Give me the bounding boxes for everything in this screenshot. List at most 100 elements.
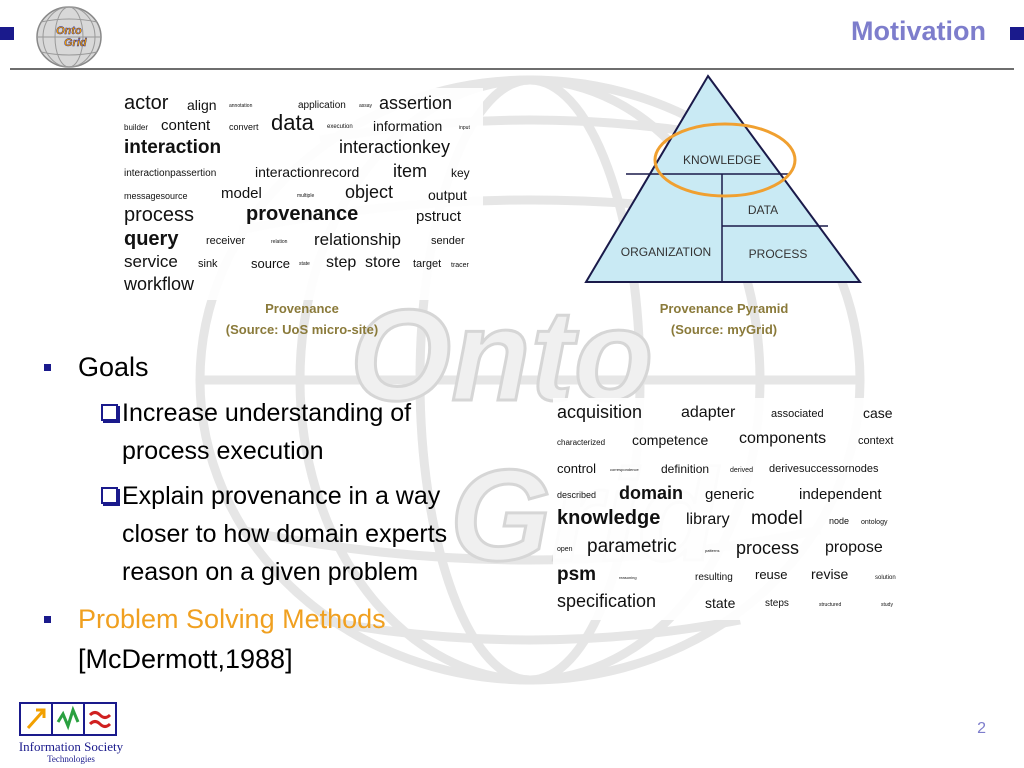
ist-logo-line2: Technologies xyxy=(47,754,95,764)
pyramid-label-knowledge: KNOWLEDGE xyxy=(683,153,761,167)
caption-provenance: Provenance (Source: UoS micro-site) xyxy=(190,298,414,340)
bullet-goals: Goals xyxy=(78,352,149,382)
cloud-word: interaction xyxy=(124,137,222,158)
tag-cloud-psm: acquisition adapter associated case char… xyxy=(553,398,905,620)
ist-logo-icon xyxy=(19,702,117,736)
cloud-word: ontology xyxy=(861,519,888,526)
cloud-word: process xyxy=(736,538,800,558)
ontogrid-globe-icon: Onto Grid xyxy=(36,6,102,68)
cloud-word: execution xyxy=(327,124,353,130)
bullet-box-marker xyxy=(101,404,118,421)
cloud-word: model xyxy=(751,508,803,529)
cloud-word: service xyxy=(124,252,178,271)
pyramid-label-organization: ORGANIZATION xyxy=(621,245,711,259)
cloud-word: information xyxy=(373,118,443,134)
cloud-word: correspondence xyxy=(610,467,639,472)
knowledge-highlight-ring xyxy=(653,122,797,198)
pyramid-label-process: PROCESS xyxy=(749,247,808,261)
cloud-word: model xyxy=(221,185,262,202)
cloud-word: pstruct xyxy=(416,208,462,225)
tag-cloud-provenance: actor align annotation assertion applica… xyxy=(121,88,483,300)
cloud-word: receiver xyxy=(206,235,246,247)
cloud-word: query xyxy=(124,228,179,250)
cloud-word: case xyxy=(863,405,893,421)
cloud-word: open xyxy=(557,546,573,553)
cloud-word: adapter xyxy=(681,404,736,421)
cloud-word: messagesource xyxy=(124,191,188,201)
cloud-word: library xyxy=(686,511,730,528)
cloud-word: resulting xyxy=(695,572,733,583)
cloud-word: reasoning xyxy=(619,575,637,580)
sub-bullet-2-line2: closer to how domain experts xyxy=(122,520,448,548)
cloud-word: convert xyxy=(229,122,259,132)
cloud-word: store xyxy=(365,254,401,271)
cloud-word: sender xyxy=(431,235,465,247)
cloud-word: domain xyxy=(619,483,684,503)
ist-logo: Information Society Technologies xyxy=(6,700,136,766)
cloud-word: state xyxy=(705,595,736,611)
cloud-word: structured xyxy=(819,602,842,608)
cloud-word: target xyxy=(413,258,442,270)
cloud-word: independent xyxy=(799,486,882,503)
cloud-word: specification xyxy=(557,591,657,611)
caption-pyramid: Provenance Pyramid (Source: myGrid) xyxy=(614,298,834,340)
cloud-word: source xyxy=(251,256,291,271)
cloud-word: object xyxy=(345,182,394,202)
cloud-word: process xyxy=(124,204,195,226)
bullet-marker xyxy=(44,616,51,623)
cloud-word: revise xyxy=(811,566,849,582)
cloud-word: key xyxy=(451,166,470,180)
cloud-word: acquisition xyxy=(557,402,643,422)
cloud-word: item xyxy=(393,161,428,181)
bullet-psm-line1: Problem Solving Methods xyxy=(78,604,386,634)
cloud-word: relation xyxy=(271,239,288,245)
cloud-word: output xyxy=(428,187,467,203)
cloud-word: definition xyxy=(661,462,710,476)
cloud-word: reuse xyxy=(755,567,788,582)
cloud-word: interactionkey xyxy=(339,137,451,157)
cloud-word: study xyxy=(881,602,893,608)
cloud-word: interactionpassertion xyxy=(124,168,217,179)
provenance-pyramid: KNOWLEDGE DATA ORGANIZATION PROCESS xyxy=(584,74,862,283)
slide-title: Motivation xyxy=(851,16,986,46)
cloud-word: knowledge xyxy=(557,507,661,529)
cloud-word: align xyxy=(187,97,217,113)
caption-provenance-line1: Provenance xyxy=(265,301,339,316)
cloud-word: multiple xyxy=(297,193,315,199)
cloud-word: patterns xyxy=(705,548,720,553)
sub-bullet-1-line1: Increase understanding of xyxy=(122,399,412,427)
cloud-word: assay xyxy=(359,103,373,109)
cloud-word: psm xyxy=(557,564,597,585)
cloud-word: tracer xyxy=(451,262,469,269)
cloud-word: data xyxy=(271,110,314,135)
cloud-word: provenance xyxy=(246,203,359,225)
cloud-word: input xyxy=(459,125,470,131)
cloud-word: characterized xyxy=(557,438,606,447)
header-square-right xyxy=(1010,27,1024,40)
caption-provenance-line2: (Source: UoS micro-site) xyxy=(225,322,379,337)
sub-bullet-2-line1: Explain provenance in a way xyxy=(122,482,441,510)
bullet-marker xyxy=(44,364,51,371)
cloud-word: propose xyxy=(825,539,883,556)
cloud-word: context xyxy=(858,435,894,447)
cloud-word: components xyxy=(739,430,827,447)
header-divider xyxy=(10,68,1014,70)
cloud-word: application xyxy=(298,100,346,111)
ist-logo-line1: Information Society xyxy=(18,739,124,754)
cloud-word: assertion xyxy=(379,93,453,113)
logo-text-grid: Grid xyxy=(64,37,87,49)
caption-pyramid-line2: (Source: myGrid) xyxy=(670,322,778,337)
cloud-word: interactionrecord xyxy=(255,164,360,180)
cloud-word: sink xyxy=(198,258,218,270)
bullet-psm-line2: [McDermott,1988] xyxy=(78,644,293,674)
cloud-word: steps xyxy=(765,598,789,609)
cloud-word: actor xyxy=(124,92,169,114)
cloud-word: control xyxy=(557,461,597,476)
caption-pyramid-line1: Provenance Pyramid xyxy=(659,301,789,316)
cloud-word: described xyxy=(557,490,597,500)
page-number: 2 xyxy=(977,720,986,737)
cloud-word: annotation xyxy=(229,103,253,109)
cloud-word: solution xyxy=(875,575,896,581)
sub-bullet-2-line3: reason on a given problem xyxy=(122,558,419,586)
cloud-word: node xyxy=(829,516,850,526)
